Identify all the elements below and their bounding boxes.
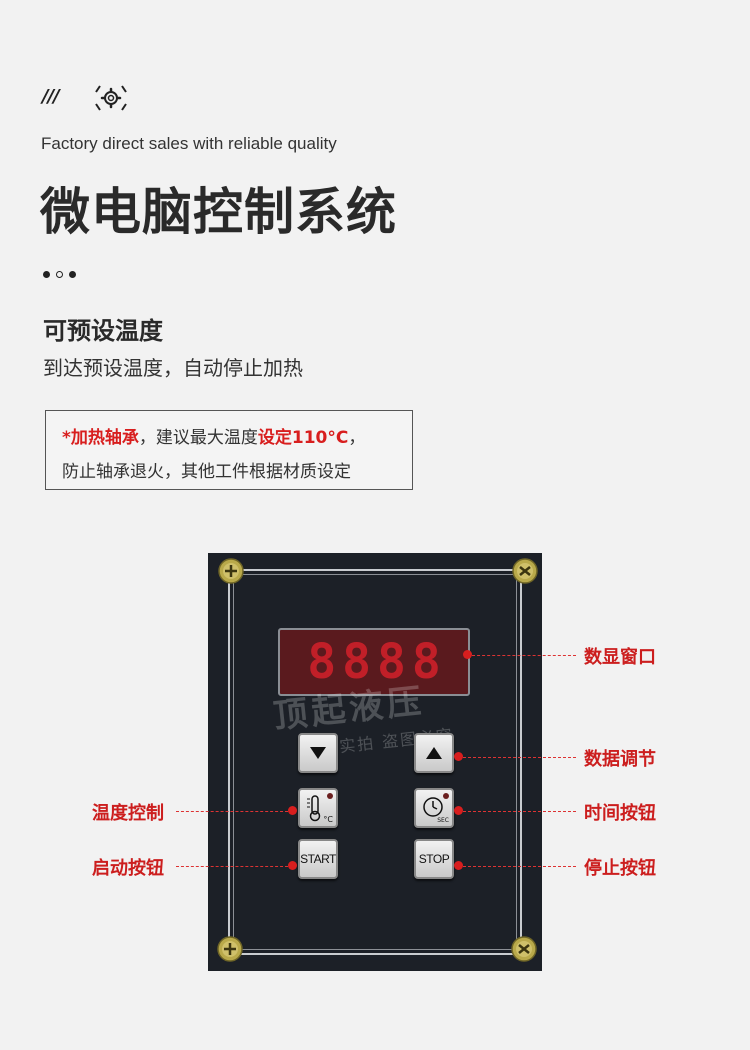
down-button[interactable] [298,733,338,773]
callout-marker [454,861,463,870]
note-line-1: *加热轴承，建议最大温度设定110°C， [62,423,365,448]
callout-leader [463,757,576,758]
timer-button[interactable]: SEC [414,788,454,828]
callout-leader [176,811,288,812]
control-panel: 8 8 8 8 顶起液压 产品实拍 盗图必究 °C SEC [208,553,542,971]
callout-temp: 温度控制 [92,803,164,824]
dot [69,271,76,278]
callout-marker [288,861,297,870]
callout-leader [472,655,576,656]
callout-stop: 停止按钮 [584,858,656,879]
display-digit: 8 [342,634,371,690]
callout-time: 时间按钮 [584,803,656,824]
note-box: *加热轴承，建议最大温度设定110°C， 防止轴承退火，其他工件根据材质设定 [45,410,413,490]
page-title: 微电脑控制系统 [40,183,397,241]
stop-label: STOP [418,852,450,866]
callout-marker [288,806,297,815]
thermometer-icon [307,795,321,822]
callout-marker [463,650,472,659]
callout-marker [454,806,463,815]
start-button[interactable]: START [298,839,338,879]
clock-icon [423,797,443,817]
panel-frame [228,569,522,955]
callout-marker [454,752,463,761]
callout-start: 启动按钮 [92,858,164,879]
dot-hollow [56,271,63,278]
start-label: START [300,852,336,866]
page-subtitle: Factory direct sales with reliable quali… [41,134,337,153]
indicator-led [443,793,449,799]
screw-icon [218,558,244,584]
callout-leader [463,866,576,867]
triangle-up-icon [426,747,442,759]
note-red-setting: 设定110°C [257,428,349,448]
screw-icon [512,558,538,584]
screw-icon [217,936,243,962]
timer-unit: SEC [437,817,449,824]
note-red-prefix: *加热轴承 [62,428,139,448]
temperature-button[interactable]: °C [298,788,338,828]
indicator-led [327,793,333,799]
dots-divider [43,271,76,278]
screw-icon [511,936,537,962]
up-button[interactable] [414,733,454,773]
stop-button[interactable]: STOP [414,839,454,879]
thermo-unit: °C [323,815,333,824]
callout-display: 数显窗口 [584,647,656,668]
note-mid-text: ，建议最大温度 [138,428,258,448]
gear-icon [95,85,127,111]
note-line-2: 防止轴承退火，其他工件根据材质设定 [62,462,351,482]
callout-leader [463,811,576,812]
display-digit: 8 [377,634,406,690]
dot [43,271,50,278]
triangle-down-icon [310,747,326,759]
led-display: 8 8 8 8 [278,628,470,696]
callout-leader [176,866,288,867]
slashes-decor: /// [42,86,60,107]
display-digit: 8 [411,634,441,690]
note-end-text: ， [348,428,366,448]
header-decor: /// [42,80,142,116]
feature-heading: 可预设温度 [43,317,163,345]
feature-description: 到达预设温度，自动停止加热 [43,356,303,380]
callout-adjust: 数据调节 [584,749,656,770]
display-digit: 8 [307,634,337,690]
